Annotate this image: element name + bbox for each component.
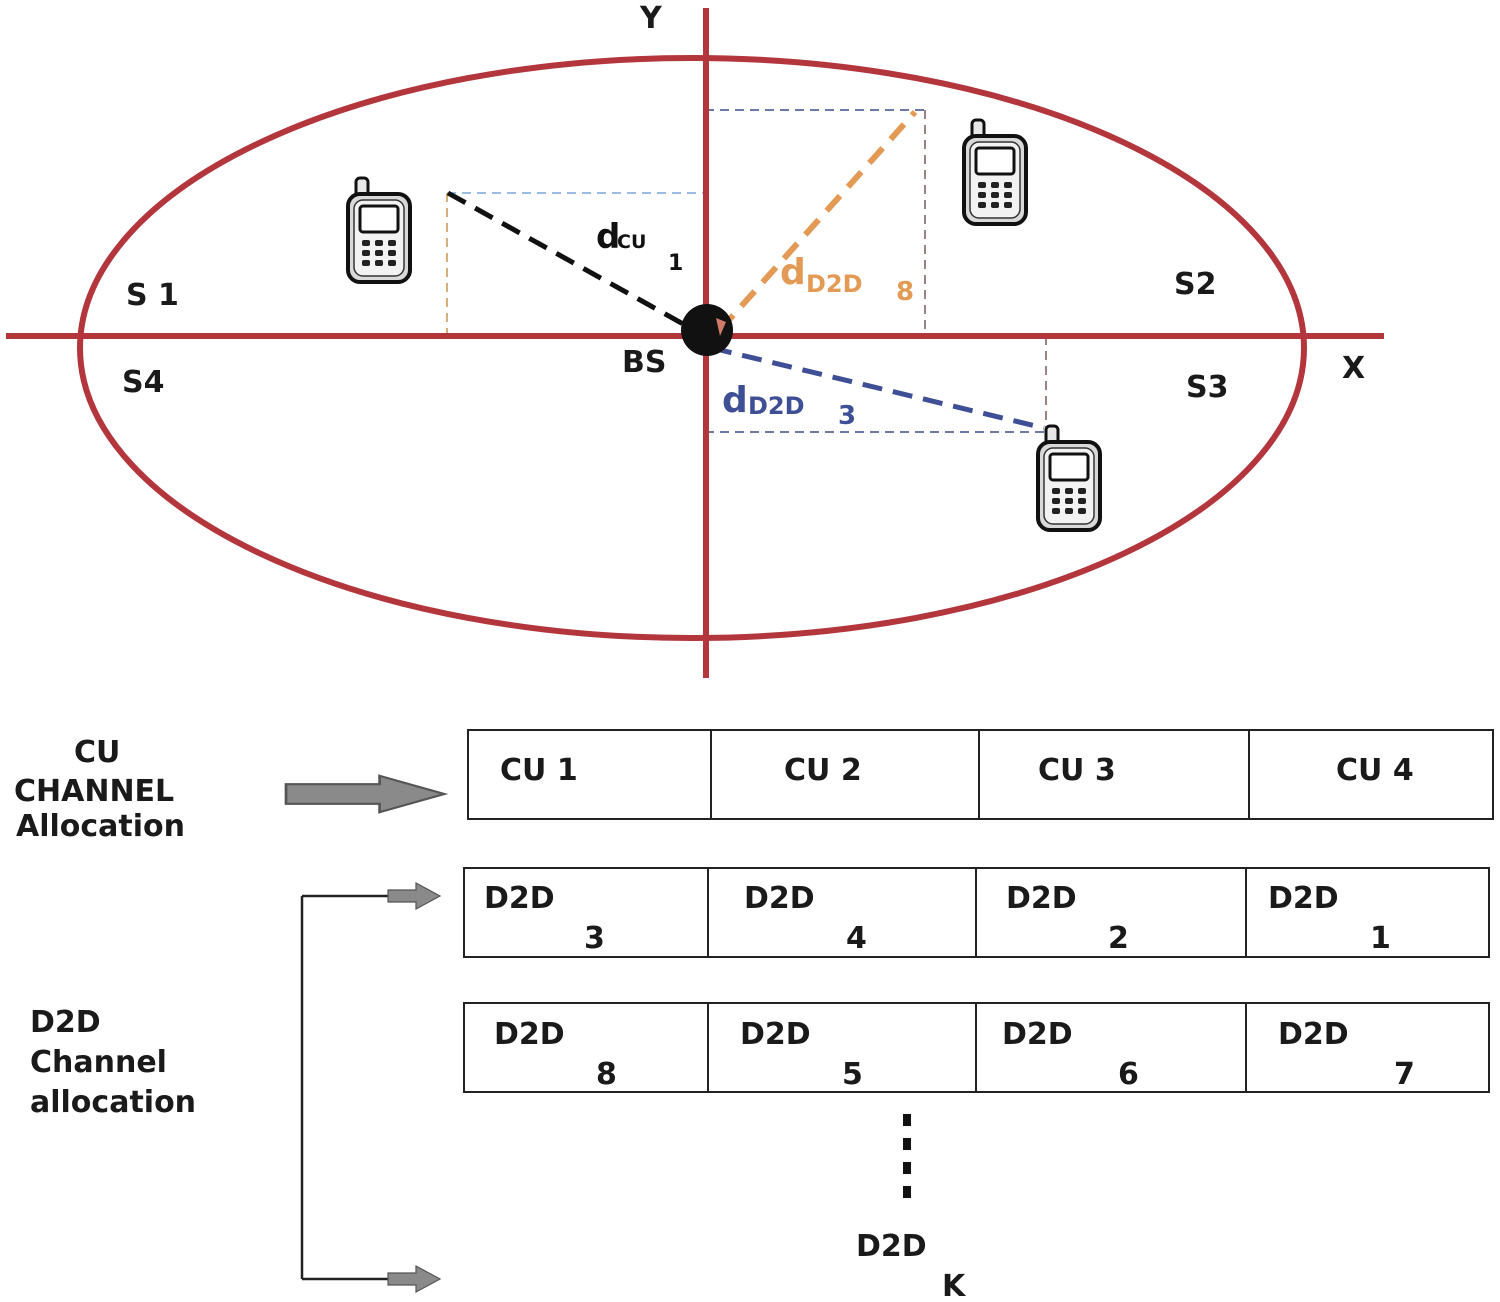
d2d-row1-cell-4: D2D 1: [1268, 881, 1391, 956]
cell-num: 4: [846, 921, 867, 956]
distance-index: 8: [896, 277, 914, 307]
base-station-icon: [681, 304, 733, 356]
sector-label-s4: S4: [122, 365, 164, 400]
cu-channel-row: [467, 729, 1494, 820]
continuation-dots-icon: [903, 1114, 911, 1198]
d2d-row1-cell-2: D2D 4: [744, 881, 867, 956]
mobile-phone-icon-d2d8: [962, 118, 1028, 226]
channel-allocation: CU CHANNEL Allocation CU 1 CU 2 CU 3 CU …: [14, 729, 1494, 1302]
d2d-row2-cell-3: D2D 6: [1002, 1017, 1139, 1092]
cell-top: D2D: [744, 881, 815, 916]
cell-top: D2D: [1002, 1017, 1073, 1052]
base-station-label: BS: [622, 345, 666, 380]
distance-sub: D2D: [806, 270, 863, 298]
cu-link: [446, 190, 696, 333]
cell-top: D2D: [494, 1017, 565, 1052]
projection-guides: [446, 109, 1047, 433]
distance-index: 1: [668, 251, 683, 276]
cu-channel-cell-2: CU 2: [784, 753, 862, 788]
cu-allocation-arrow-icon: [284, 774, 446, 814]
d2d-row2-cell-4: D2D 7: [1278, 1017, 1415, 1092]
cell-top: D2D: [1006, 881, 1077, 916]
d2d3-link: [711, 345, 1045, 431]
d2d8-link: [717, 109, 918, 333]
d2d-arrow-top-icon: [387, 881, 442, 911]
cu-channel-cell-1: CU 1: [500, 753, 578, 788]
cell-top: D2D: [1278, 1017, 1349, 1052]
d2d-row2-cell-2: D2D 5: [740, 1017, 863, 1092]
cell-num: 3: [584, 921, 605, 956]
cell-num: 8: [596, 1057, 617, 1092]
cell-num: 1: [1370, 921, 1391, 956]
cell-num: 2: [1108, 921, 1129, 956]
d2d-channel-row-1: [463, 867, 1490, 958]
cu-label-line-2: CHANNEL: [14, 774, 174, 809]
distance-sub: CU: [617, 231, 646, 253]
cu-channel-cell-3: CU 3: [1038, 753, 1116, 788]
distance-main: d: [722, 380, 748, 421]
cell-top: D2D: [484, 881, 555, 916]
cell-top: D2D: [1268, 881, 1339, 916]
d2d-last-entry: D2D K: [856, 1229, 967, 1302]
d2d-arrow-bottom-icon: [387, 1264, 442, 1294]
cu-label-line-1: CU: [74, 735, 120, 770]
mobile-phone-icon-cu1: [346, 176, 412, 284]
cu-allocation-label: CU CHANNEL Allocation: [14, 735, 185, 844]
cell-num: 6: [1118, 1057, 1139, 1092]
d2d-label-line-2: Channel: [30, 1045, 167, 1080]
cell-num: 5: [842, 1057, 863, 1092]
d2d-allocation-label: D2D Channel allocation: [30, 1005, 196, 1120]
d2d-row2-cell-1: D2D 8: [494, 1017, 617, 1092]
cell-num: K: [942, 1269, 967, 1302]
d2d-label-line-3: allocation: [30, 1085, 196, 1120]
cell-num: 7: [1394, 1057, 1415, 1092]
sector-label-s2: S2: [1174, 267, 1216, 302]
cell-diagram: Y X S 1 S2 S3 S4 BS d CU 1 d D2D 8 d D2D…: [6, 1, 1384, 678]
distance-label-d2d8: d D2D 8: [780, 252, 914, 307]
d2d-row1-cell-3: D2D 2: [1006, 881, 1129, 956]
distance-main: d: [596, 217, 620, 257]
sector-label-s1: S 1: [126, 278, 179, 313]
distance-label-d2d3: d D2D 3: [722, 380, 856, 431]
distance-label-cu1: d CU 1: [596, 217, 683, 276]
d2d-channel-row-2: [463, 1002, 1490, 1093]
mobile-phone-icon-d2d3: [1036, 424, 1102, 532]
cell-top: D2D: [740, 1017, 811, 1052]
d2d-bracket-connector: [300, 894, 390, 1281]
y-axis-label: Y: [639, 1, 663, 36]
distance-main: d: [780, 252, 806, 293]
sector-label-s3: S3: [1186, 370, 1228, 405]
distance-index: 3: [838, 401, 856, 431]
x-axis-label: X: [1342, 351, 1365, 386]
cell-boundary: [77, 55, 1307, 641]
cu-label-line-3: Allocation: [16, 809, 185, 844]
d2d-label-line-1: D2D: [30, 1005, 101, 1040]
cell-top: D2D: [856, 1229, 927, 1264]
cu-channel-cell-4: CU 4: [1336, 753, 1414, 788]
d2d-row1-cell-1: D2D 3: [484, 881, 605, 956]
distance-sub: D2D: [748, 392, 805, 420]
